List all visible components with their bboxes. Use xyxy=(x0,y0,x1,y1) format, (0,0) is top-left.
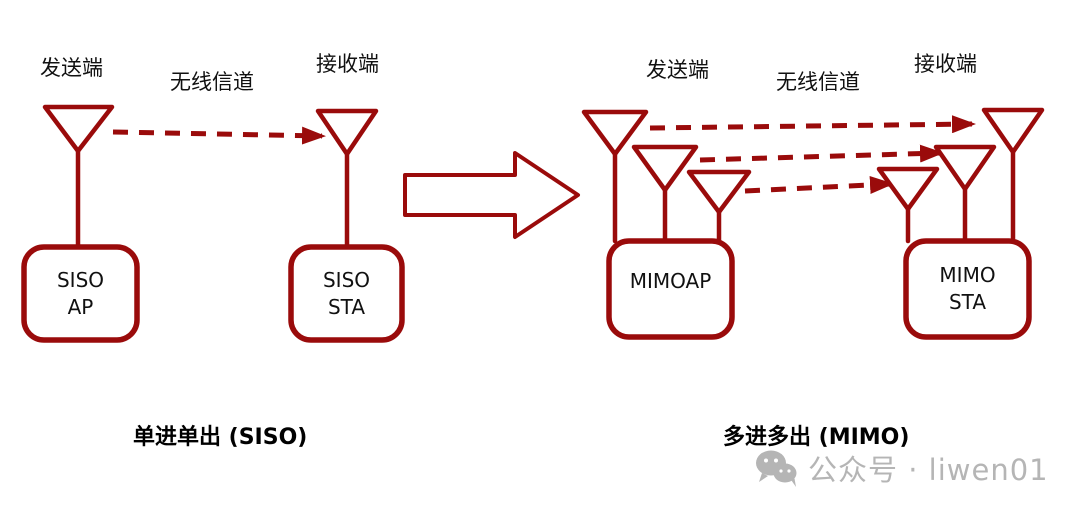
siso-rx-antenna-icon xyxy=(315,108,379,250)
mimo-tx-antenna-3-icon xyxy=(686,169,752,244)
mimo-rx-label: 接收端 xyxy=(914,52,977,76)
mimo-ap-box-label: MIMOAP xyxy=(609,241,732,321)
siso-sta-box-label: SISO STA xyxy=(291,247,402,340)
mimo-tx-label: 发送端 xyxy=(646,58,709,82)
siso-sta-line1: SISO xyxy=(322,267,371,292)
mimo-sta-line1: MIMO xyxy=(939,263,996,287)
mimo-caption: 多进多出 (MIMO) xyxy=(723,425,910,450)
mimo-sta-box-label: MIMO STA xyxy=(906,241,1029,337)
siso-rx-label: 接收端 xyxy=(316,52,379,76)
mimo-rx-antenna-1-icon xyxy=(981,107,1045,244)
watermark: 公众号 · liwen01 xyxy=(752,444,1049,492)
siso-sta-box xyxy=(288,244,405,343)
siso-sta-line2: STA xyxy=(327,294,366,319)
siso-ap-box xyxy=(21,244,140,343)
mimo-rx-antenna-2-icon xyxy=(933,144,997,244)
mimo-ap-box xyxy=(606,238,735,340)
siso-channel-label: 无线信道 xyxy=(170,70,254,94)
siso-tx-antenna-icon xyxy=(42,104,115,250)
mimo-channel-arrow-3-icon xyxy=(744,175,894,194)
siso-ap-line1: SISO xyxy=(56,267,105,292)
right-block-arrow-icon xyxy=(403,151,580,239)
siso-ap-line2: AP xyxy=(67,294,94,319)
siso-caption: 单进单出 (SISO) xyxy=(133,425,308,450)
mimo-channel-arrow-2-icon xyxy=(699,144,944,163)
siso-channel-arrow-icon xyxy=(112,126,326,145)
mimo-tx-antenna-2-icon xyxy=(631,144,699,244)
siso-tx-label: 发送端 xyxy=(40,56,103,80)
mimo-channel-arrow-1-icon xyxy=(649,115,976,134)
wechat-icon xyxy=(752,444,800,492)
mimo-rx-antenna-3-icon xyxy=(876,166,940,244)
watermark-text: 公众号 · liwen01 xyxy=(808,453,1049,487)
mimo-tx-antenna-1-icon xyxy=(581,109,649,244)
mimo-ap-line1: MIMOAP xyxy=(629,268,712,293)
mimo-sta-box xyxy=(903,238,1032,340)
mimo-sta-line2: STA xyxy=(948,290,987,314)
siso-ap-box-label: SISO AP xyxy=(24,247,137,340)
mimo-channel-label: 无线信道 xyxy=(776,70,860,94)
